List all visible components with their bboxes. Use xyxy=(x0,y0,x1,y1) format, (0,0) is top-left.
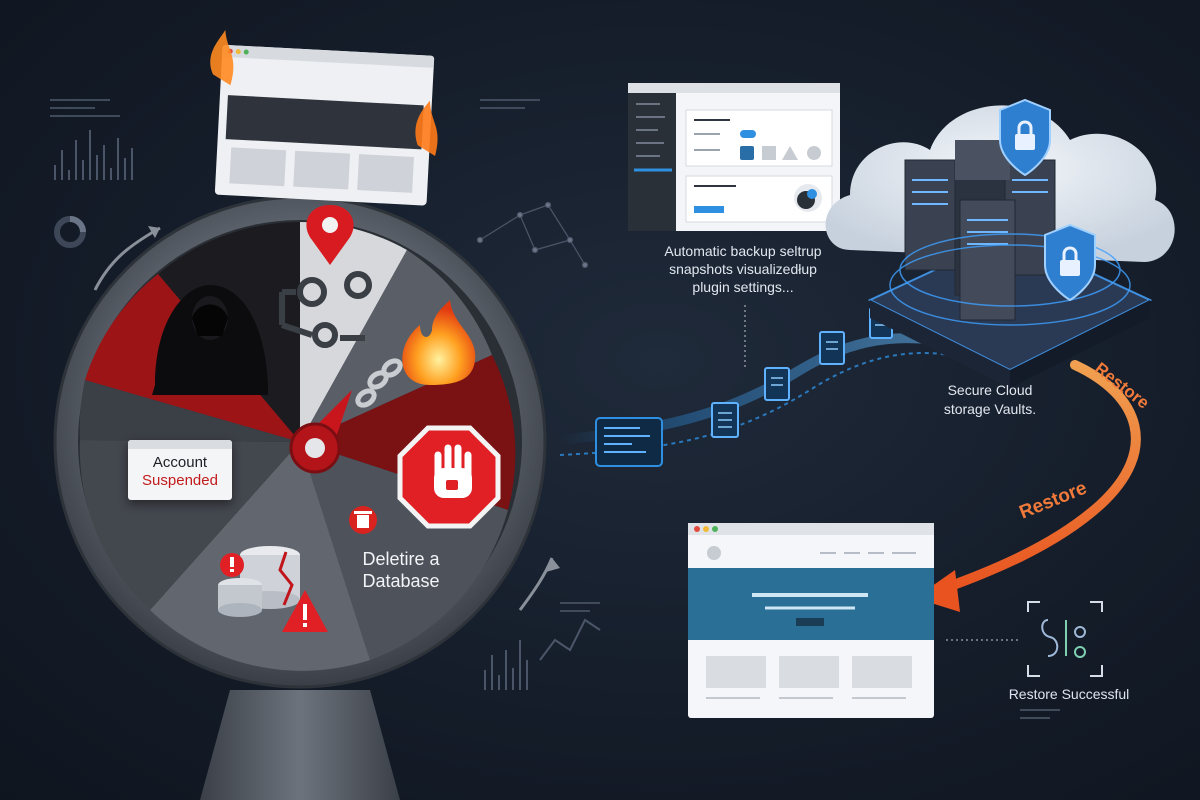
motion-arrow-right xyxy=(518,557,554,611)
delete-database-label: Deletire a Database xyxy=(346,548,456,592)
top-marker xyxy=(306,205,354,265)
vault-caption-line-1: Secure Cloud xyxy=(947,382,1033,398)
hacker-icon xyxy=(152,285,268,395)
motion-arrow-left xyxy=(93,226,161,291)
suspended-line-1: Account xyxy=(152,454,208,471)
plugin-caption-line-2: snapshots visualizedłup xyxy=(669,261,817,277)
warning-icon-2 xyxy=(282,590,328,632)
fire-icon xyxy=(402,300,476,385)
bg-bar-chart-bottom xyxy=(484,640,528,690)
success-scan-icon xyxy=(1027,601,1103,677)
shield-lock-icon-top xyxy=(999,98,1051,177)
account-suspended-card: Account Suspended xyxy=(128,440,232,500)
plugin-settings-panel xyxy=(628,83,840,231)
plugin-caption-line-1: Automatic backup seltrup xyxy=(664,243,822,259)
bg-bar-chart-left xyxy=(54,130,133,180)
restore-successful-label: Restore Successful xyxy=(1008,686,1130,702)
bg-line-chart xyxy=(539,618,601,661)
gears-icon xyxy=(279,271,372,348)
wheel-stand xyxy=(200,690,400,800)
bg-network xyxy=(476,201,589,269)
delete-database-line-1: Deletire a xyxy=(362,549,440,569)
vault-caption-line-2: storage Vaults. xyxy=(943,401,1037,417)
restored-browser-window xyxy=(688,523,934,718)
delete-database-line-2: Database xyxy=(362,571,440,591)
chain-icon xyxy=(355,358,403,408)
restore-arrow xyxy=(935,360,1141,595)
stop-hand-icon xyxy=(397,425,501,529)
wheel-pointer xyxy=(289,390,352,474)
warning-icon-1 xyxy=(220,553,244,577)
card-title-bar xyxy=(128,440,232,449)
shield-lock-icon-bottom xyxy=(1044,223,1096,302)
plugin-caption-line-3: plugin settings... xyxy=(692,279,794,295)
burning-browser-window xyxy=(210,29,438,206)
code-panel-icon xyxy=(595,417,663,467)
suspended-line-2: Suspended xyxy=(142,472,218,489)
database-icon xyxy=(218,546,300,617)
trash-icon xyxy=(349,506,377,534)
vault-caption: Secure Cloud storage Vaults. xyxy=(920,381,1060,419)
plugin-caption: Automatic backup seltrup snapshots visua… xyxy=(632,242,854,296)
